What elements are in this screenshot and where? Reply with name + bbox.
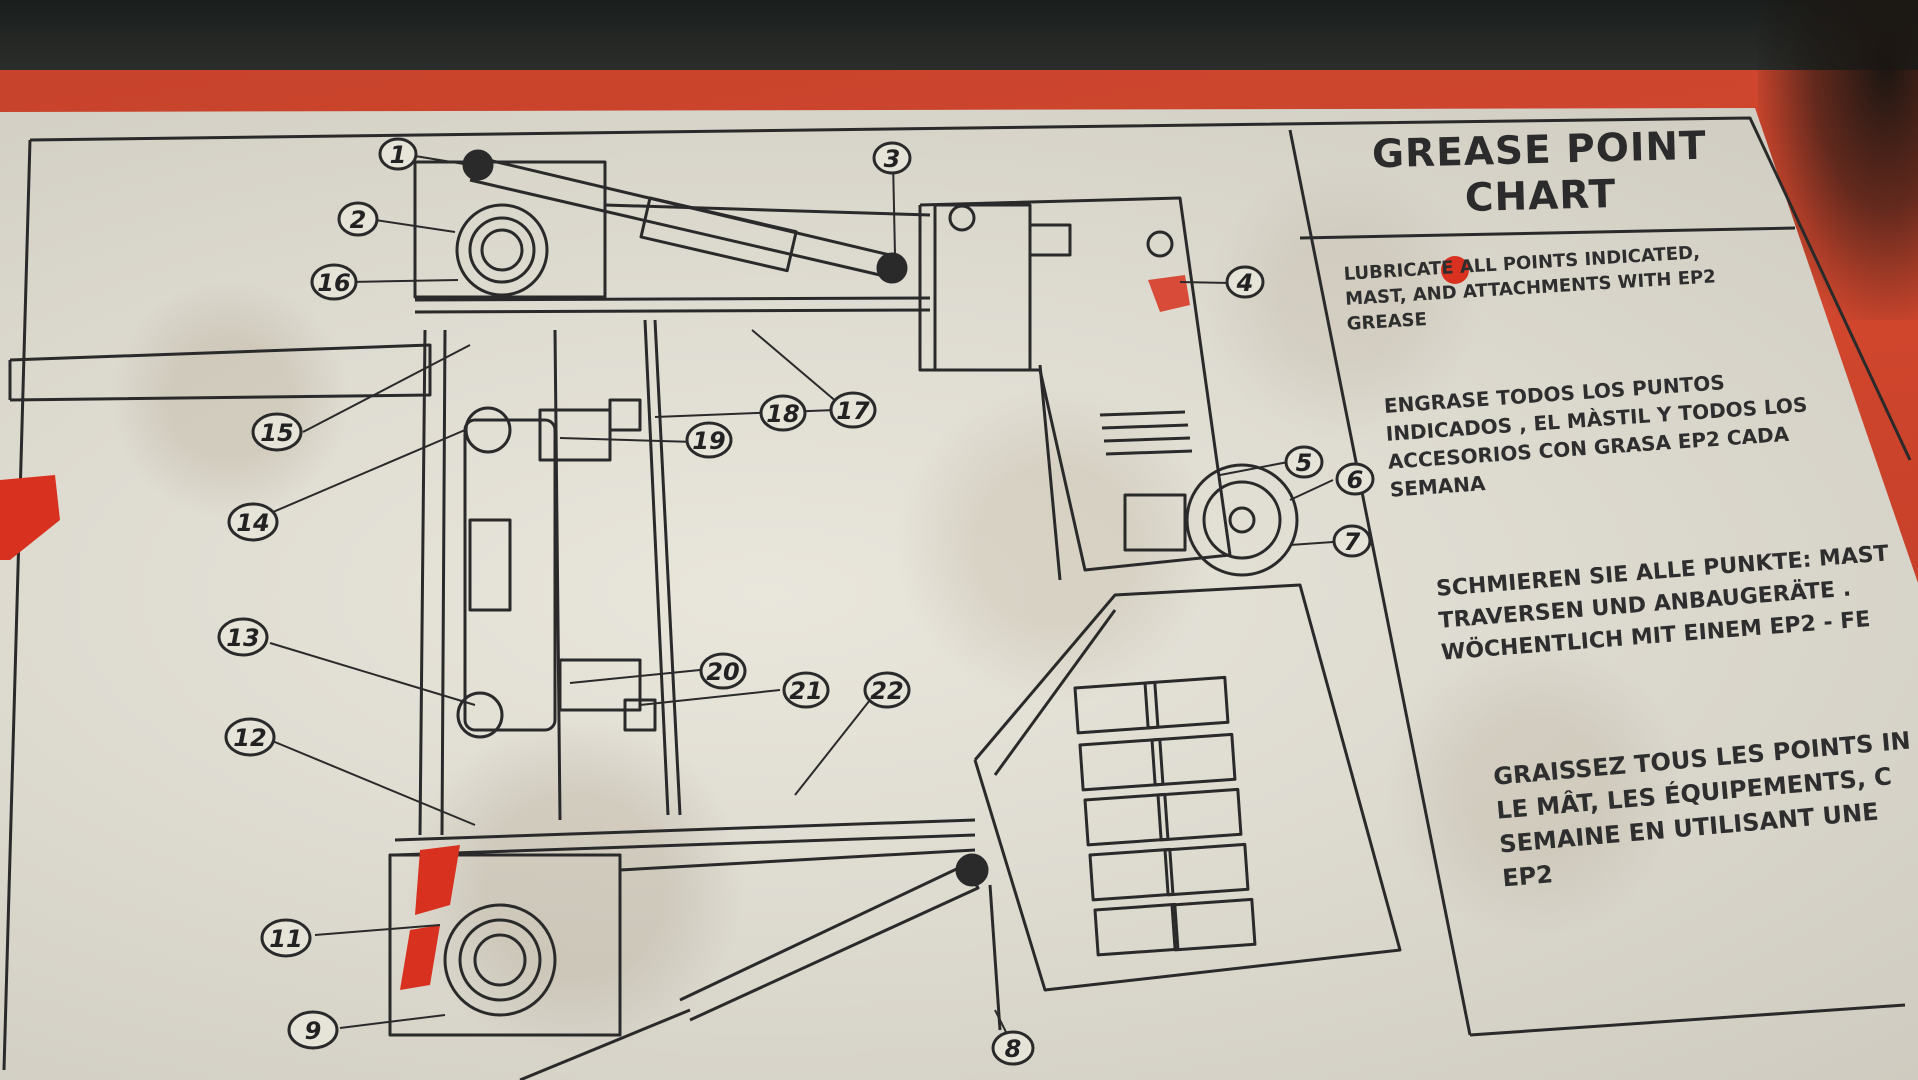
callout-16: 16 xyxy=(317,269,350,297)
operator-console xyxy=(973,583,1402,992)
grease-chart-plate xyxy=(0,108,1918,1080)
bottom-wheel xyxy=(443,903,557,1017)
top-carriage xyxy=(413,160,607,299)
callout-7: 7 xyxy=(1344,528,1361,556)
right-housing xyxy=(918,196,1232,572)
callout-circles xyxy=(217,137,1375,1066)
callout-17: 17 xyxy=(836,397,870,425)
callout-21: 21 xyxy=(789,677,822,705)
callout-8: 8 xyxy=(1005,1035,1022,1063)
callout-4: 4 xyxy=(1236,269,1254,297)
red-paint-spots xyxy=(0,256,1469,990)
bottom-cylinder xyxy=(679,863,980,1022)
callout-20: 20 xyxy=(706,658,739,686)
callout-9: 9 xyxy=(305,1017,322,1045)
callout-14: 14 xyxy=(236,509,269,537)
callout-1: 1 xyxy=(390,141,407,169)
callout-6: 6 xyxy=(1347,466,1364,494)
callout-15: 15 xyxy=(260,419,293,447)
callout-13: 13 xyxy=(226,624,259,652)
callout-3: 3 xyxy=(884,145,901,173)
callout-19: 19 xyxy=(692,427,725,455)
top-wheel xyxy=(455,203,549,297)
callout-18: 18 xyxy=(766,400,799,428)
callout-5: 5 xyxy=(1296,449,1313,477)
plate-border xyxy=(29,116,1912,461)
callout-2: 2 xyxy=(350,206,367,234)
text-panel-border xyxy=(1288,129,1472,1036)
callout-12: 12 xyxy=(233,724,266,752)
callout-11: 11 xyxy=(269,925,302,953)
chart-title: GREASE POINT CHART xyxy=(1289,121,1791,226)
callout-numbers: 1 2 16 3 4 5 6 7 17 19 15 14 13 20 21 22… xyxy=(226,141,1363,1063)
callout-leaders xyxy=(269,155,1334,1041)
mast-rail xyxy=(463,418,557,732)
bottom-carriage xyxy=(388,853,622,1037)
callout-22: 22 xyxy=(870,677,903,705)
drive-hub xyxy=(1185,463,1299,577)
